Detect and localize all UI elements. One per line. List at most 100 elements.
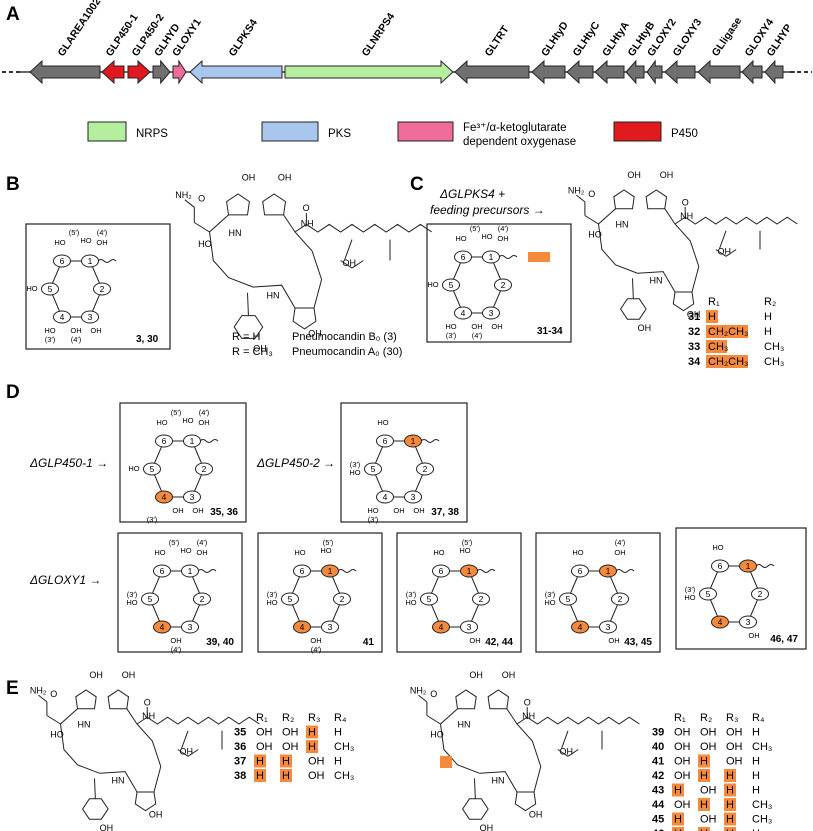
ring-substituent: (4′): [615, 538, 626, 547]
ring-node-number-1: 1: [606, 566, 611, 576]
panel-d-box-frame: [675, 527, 807, 650]
ring-substituent: (4′): [171, 645, 182, 654]
ring-wavy-bond: [197, 569, 217, 573]
ring-node-3: [482, 306, 500, 320]
ring-node-number-4: 4: [300, 622, 305, 632]
gene-arrow-glhtyc: [566, 59, 594, 85]
ring-wavy-bond: [97, 259, 117, 263]
ring-node-6: [454, 250, 472, 264]
pneumocandin-b0-label: Pneumocandin B₀ (3): [292, 331, 397, 343]
ring-node-number-5: 5: [371, 464, 376, 474]
panel-e-right-table-cell: H: [726, 799, 734, 811]
panel-e-right-table-compound: 44: [652, 799, 665, 811]
struct-aryl-oh: OH: [253, 344, 267, 354]
ring-node-4: [571, 620, 589, 634]
struct-lipid-chain: [516, 716, 640, 725]
struct-aryl: [461, 798, 489, 820]
ring-substituent: (4′): [71, 335, 82, 344]
struct-nh: NH: [680, 211, 693, 221]
struct-oh: OH: [122, 670, 136, 680]
ring-node-6: [571, 564, 589, 578]
panel-e-left-table-cell: H: [256, 756, 264, 768]
ring-node-number-6: 6: [578, 566, 583, 576]
panel-e-right-table-compound: 42: [652, 770, 664, 782]
ring-node-number-6: 6: [383, 436, 388, 446]
struct-bond: [557, 749, 569, 757]
panel-c-box-compounds: 31-34: [537, 326, 563, 337]
gene-arrow-glnrps4: [284, 59, 454, 85]
ring-substituent: HO: [377, 418, 388, 427]
panel-e-right-table-compound: 43: [652, 785, 664, 797]
panel-d-box-compounds: 42, 44: [485, 637, 513, 648]
struct-bond: [343, 239, 353, 261]
panel-e-left-table-header: R₂: [282, 712, 294, 724]
ring-node-number-1: 1: [188, 566, 193, 576]
gene-arrow-glpks4: [189, 59, 283, 85]
gene-arrow-glp450-2: [127, 59, 151, 85]
panel-e-right-table-highlight-cell: [698, 769, 710, 782]
ring-node-4: [432, 620, 450, 634]
panel-e-right-table-compound: 45: [652, 814, 664, 826]
ring-node-5: [41, 282, 59, 296]
ring-node-number-6: 6: [461, 252, 466, 262]
panel-e-left-table-compound: 36: [234, 741, 246, 753]
ring-node-5: [281, 592, 299, 606]
panel-e-left-table-highlight-cell: [306, 725, 318, 739]
panel-e-left-table-highlight-cell: [280, 769, 292, 782]
ring-substituent: HO: [433, 548, 444, 557]
ring-node-6: [376, 434, 394, 448]
panel-c-table-highlight-cell: [706, 340, 727, 353]
ring-substituent: OH: [196, 548, 207, 557]
ring-wavy-bond: [420, 439, 440, 443]
gene-arrow-glp450-1: [101, 59, 125, 85]
ring-substituent: (4′): [311, 645, 322, 654]
panel-e-right-table-highlight-cell: [724, 798, 736, 811]
ring-substituent: (3′): [45, 335, 56, 344]
ring-substituent: OH: [497, 234, 508, 243]
ring-substituent: HO: [427, 280, 438, 289]
struct-lipid-chain: [674, 216, 798, 225]
panel-d-box-compounds: 35, 36: [210, 507, 238, 518]
ring-node-2: [193, 592, 211, 606]
gene-arrow-gloxy4: [741, 59, 763, 85]
panel-e-right-table-cell: H: [700, 756, 708, 768]
struct-ring: [262, 193, 287, 216]
struct-o: O: [524, 697, 531, 707]
panel-e-right-table-highlight-cell: [672, 783, 684, 797]
gene-arrow-gloxy2: [646, 59, 663, 85]
r-equals-ch3: R = CH₃: [232, 346, 273, 358]
panel-e-right-table-compound: 41: [652, 756, 664, 768]
panel-d-box-frame: [340, 402, 468, 523]
ring-node-3: [81, 310, 99, 324]
legend-swatch-p450: [613, 121, 662, 142]
ring-node-number-5: 5: [288, 594, 293, 604]
ring-substituent: (3′): [368, 515, 379, 524]
struct-nh2: NH₂: [410, 685, 427, 695]
panel-e-left-table-compound: 38: [234, 770, 246, 782]
ring-node-6: [153, 564, 171, 578]
panel-e-right-table-cell: H: [752, 785, 760, 797]
ring-node-number-3: 3: [190, 492, 195, 502]
ring-substituent: OH: [614, 548, 625, 557]
ring-node-4: [711, 615, 729, 629]
ring-node-5: [141, 592, 159, 606]
ring-node-5: [559, 592, 577, 606]
panel-e-right-table-cell: H: [752, 770, 760, 782]
ring-substituent: (3′): [446, 331, 457, 340]
gene-arrow-glhyd: [152, 59, 171, 85]
ring-node-number-3: 3: [467, 622, 472, 632]
panel-c-highlight: [528, 252, 550, 262]
ring-substituent: OH: [90, 326, 101, 335]
ring-substituent: HO: [156, 418, 167, 427]
panel-c-table-header: R₂: [764, 296, 776, 308]
struct-bond: [340, 260, 353, 269]
panel-e-left-table-cell: H: [282, 770, 290, 782]
struct-o: O: [50, 689, 57, 699]
panel-e-right-table-cell: OH: [674, 727, 691, 739]
ring-node-2: [611, 592, 629, 606]
ring-wavy-bond: [498, 255, 518, 259]
